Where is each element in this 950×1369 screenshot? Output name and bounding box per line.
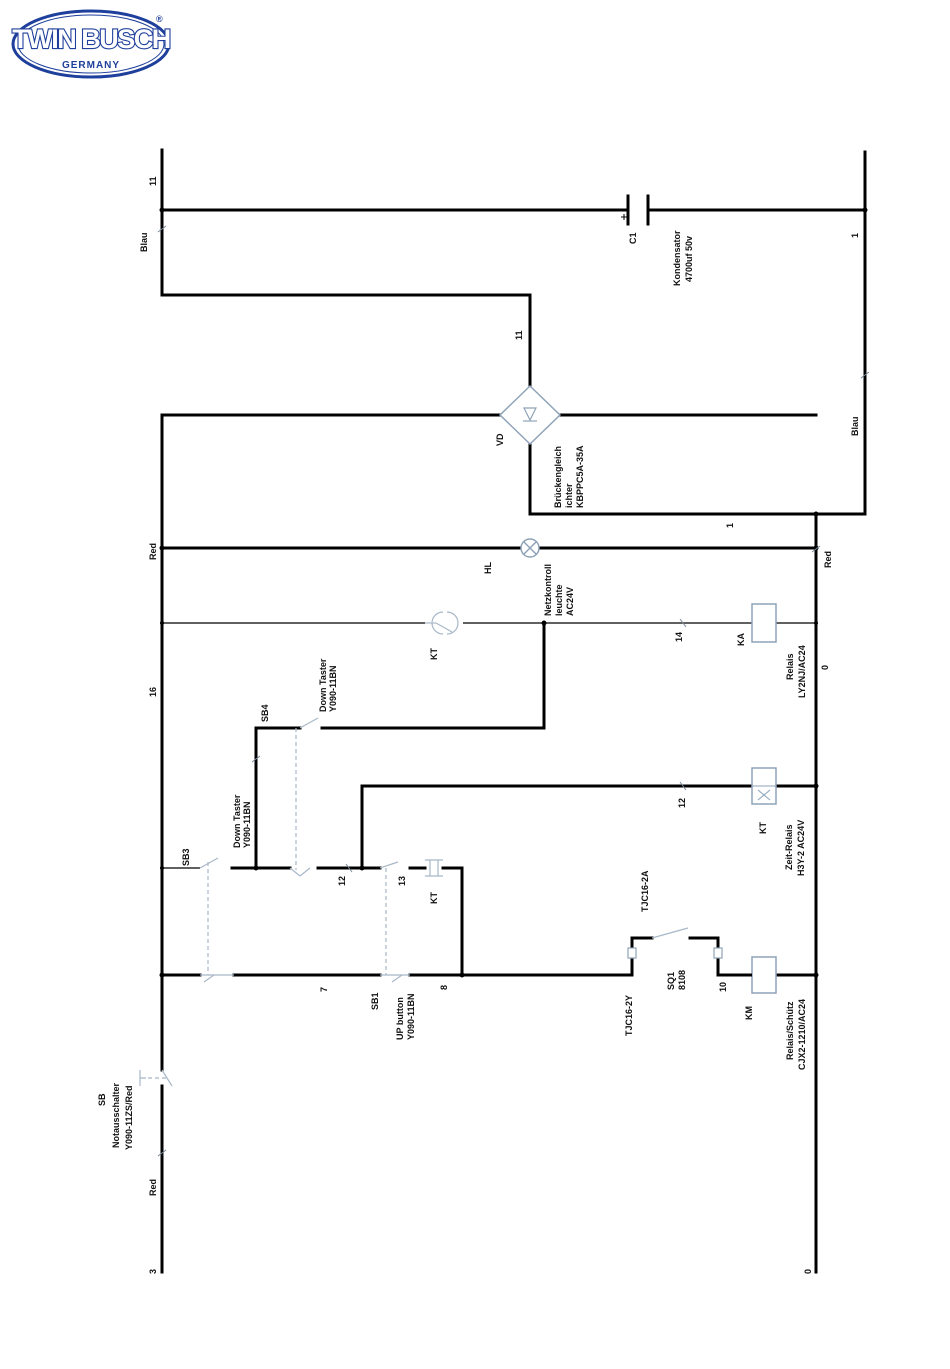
- wire-number-11-mid: 11: [514, 330, 524, 340]
- wire-number-0-bottom: 0: [803, 1269, 813, 1274]
- logo-registered-mark: ®: [156, 14, 163, 24]
- kt-coil-desc1: Zeit-Relais: [784, 824, 794, 870]
- sb1-ref: SB1: [370, 992, 380, 1010]
- km-desc2: CJX2-1210/AC24: [797, 999, 807, 1070]
- km-ref: KM: [744, 1006, 754, 1020]
- c1-desc1: Kondensator: [672, 230, 682, 286]
- kt-contact-top-ref: KT: [429, 648, 439, 660]
- down-button-sb3: [199, 857, 234, 983]
- indicator-lamp-hl: [520, 538, 540, 558]
- twin-busch-logo: TWIN BUSCH GERMANY ®: [11, 9, 172, 79]
- wire-number-12: 12: [337, 876, 347, 886]
- vd-desc3: KBPPC5A-35A: [575, 445, 585, 508]
- down-button-sb4: [289, 717, 319, 877]
- relay-coil-ka: [751, 603, 777, 643]
- kt-coil-desc2: H3Y-2 AC24V: [796, 820, 806, 876]
- sb3-desc2: Y090-11BN: [242, 801, 252, 848]
- wire-number-7: 7: [319, 987, 329, 992]
- up-button-sb1: [379, 861, 410, 983]
- wire-number-1-right: 1: [850, 233, 860, 238]
- wire-number-10: 10: [718, 982, 728, 992]
- wire-color-blau-left: Blau: [139, 232, 149, 252]
- wire-number-1-mid: 1: [725, 523, 735, 528]
- sq1-desc1: 8108: [677, 970, 687, 990]
- sb3-desc1: Down Taster: [232, 794, 242, 848]
- ka-ref: KA: [736, 633, 746, 646]
- logo-brand: TWIN BUSCH: [12, 24, 169, 54]
- hl-desc2: leuchte: [554, 584, 564, 616]
- ka-desc2: LY2NJ/AC24: [797, 645, 807, 698]
- bridge-rectifier-vd: [498, 384, 562, 446]
- sb3-ref: SB3: [181, 848, 191, 866]
- wire-number-12-coil: 12: [677, 798, 687, 808]
- c1-ref: C1: [628, 232, 638, 244]
- sb4-desc1: Down Taster: [318, 658, 328, 712]
- labels: 11 Blau Red 16 SB3 Down Taster Y090-11BN…: [97, 176, 860, 1274]
- sb4-ref: SB4: [260, 704, 270, 722]
- timer-relay-coil-kt: [751, 767, 777, 805]
- wire-color-red-bottom: Red: [148, 1179, 158, 1196]
- hl-desc3: AC24V: [565, 587, 575, 616]
- timer-contact-kt-top: [425, 611, 459, 635]
- sq1-ref: SQ1: [666, 972, 676, 990]
- sq1-bottom: TJC16-2Y: [624, 995, 634, 1036]
- wire-color-red-right: Red: [823, 551, 833, 568]
- sb-desc2: Y090-11ZS/Red: [124, 1085, 134, 1150]
- wire-number-14: 14: [674, 632, 684, 642]
- wire-color-red-left: Red: [148, 543, 158, 560]
- km-desc1: Relais/Schütz: [785, 1001, 795, 1060]
- wire-ticks: [157, 225, 870, 1157]
- capacitor-c1: [621, 194, 650, 226]
- ka-desc1: Relais: [785, 653, 795, 680]
- hl-desc1: Netzkontroll: [543, 564, 553, 616]
- vd-ref: VD: [495, 433, 505, 446]
- wire-number-11-top: 11: [148, 176, 158, 186]
- wire-color-blau-right: Blau: [850, 416, 860, 436]
- sb4-desc2: Y090-11BN: [328, 665, 338, 712]
- emergency-stop-sb: [139, 1069, 173, 1087]
- vd-desc1: Brückengleich: [553, 446, 563, 508]
- contactor-coil-km: [745, 956, 777, 994]
- logo-subtitle: GERMANY: [62, 60, 120, 71]
- sq1-top: TJC16-2A: [640, 870, 650, 912]
- hl-ref: HL: [483, 562, 493, 574]
- kt-coil-ref: KT: [758, 822, 768, 834]
- limit-switch-sq1: [627, 927, 723, 959]
- sb1-desc2: Y090-11BN: [406, 993, 416, 1040]
- junctions: [159, 207, 868, 978]
- sb-ref: SB: [97, 1093, 107, 1106]
- wire-number-16: 16: [148, 687, 158, 697]
- wire-number-8: 8: [439, 985, 449, 990]
- c1-desc2: 4700uf 50v: [684, 236, 694, 282]
- wiring: [160, 148, 867, 1274]
- timer-contact-kt-low: [425, 859, 443, 877]
- wire-number-0-mid: 0: [820, 665, 830, 670]
- vd-desc2: ichter: [564, 483, 574, 508]
- kt-contact-low-ref: KT: [429, 892, 439, 904]
- wire-number-13: 13: [397, 876, 407, 886]
- sb1-desc1: UP button: [395, 997, 405, 1040]
- wire-number-3: 3: [148, 1269, 158, 1274]
- sb-desc1: Notausschalter: [111, 1082, 121, 1148]
